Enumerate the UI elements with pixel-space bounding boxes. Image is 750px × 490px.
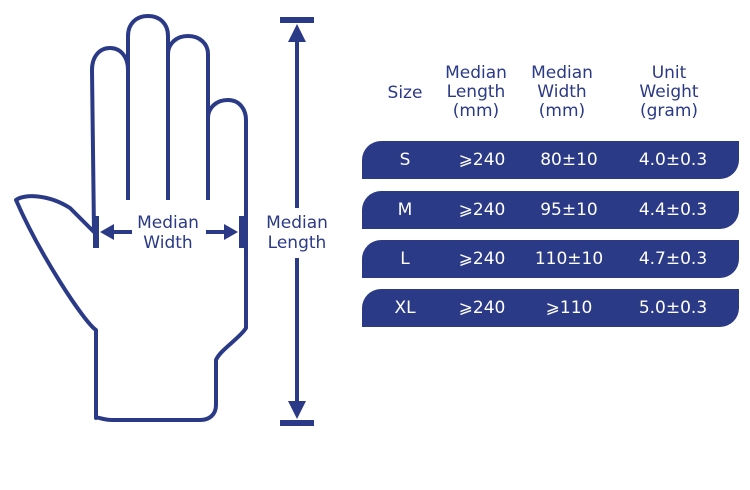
header-size-line1: Size [387,83,423,103]
cell-median-length: ⩾240 [458,200,506,220]
header-unit-weight: Unit Weight (gram) [618,64,720,121]
cell-size: L [400,249,410,269]
cell-unit-weight: 5.0±0.3 [638,298,708,318]
cell-median-width: 80±10 [540,150,598,170]
header-median-width: Median Width (mm) [518,64,606,121]
header-median-length-line1: Median [445,63,507,83]
width-arrowhead-left [100,224,114,240]
width-arrowhead-right [224,224,238,240]
header-median-length-line3: (mm) [452,101,500,121]
cell-median-width: 95±10 [540,200,598,220]
header-unit-weight-line2: Weight [639,82,699,102]
header-unit-weight-line1: Unit [651,63,687,83]
cell-unit-weight: 4.0±0.3 [638,150,708,170]
median-length-label-line2: Length [267,233,327,253]
cell-median-length: ⩾240 [458,298,506,318]
table-row-l: L ⩾240 110±10 4.7±0.3 [362,240,739,278]
cell-unit-weight: 4.4±0.3 [638,200,708,220]
header-median-width-line2: Width [537,82,587,102]
median-width-label: Median Width [126,213,210,253]
length-arrowhead-bottom [288,401,306,419]
header-median-width-line3: (mm) [538,101,586,121]
table-row-xl: XL ⩾240 ⩾110 5.0±0.3 [362,289,739,327]
cell-size: M [397,200,413,220]
header-unit-weight-line3: (gram) [639,101,699,121]
cell-size: XL [394,298,416,318]
cell-median-length: ⩾240 [458,150,506,170]
header-median-length-line2: Length [446,82,506,102]
header-size: Size [372,84,438,103]
header-median-length: Median Length (mm) [432,64,520,121]
cell-median-width: 110±10 [534,249,604,269]
cell-median-width: ⩾110 [545,298,593,318]
cell-unit-weight: 4.7±0.3 [638,249,708,269]
table-row-m: M ⩾240 95±10 4.4±0.3 [362,191,739,229]
cell-size: S [399,150,411,170]
median-width-label-line1: Median [137,213,199,233]
median-length-label: Median Length [255,213,339,253]
median-length-label-line1: Median [266,213,328,233]
median-width-label-line2: Width [143,233,193,253]
table-row-s: S ⩾240 80±10 4.0±0.3 [362,141,739,179]
cell-median-length: ⩾240 [458,249,506,269]
length-arrowhead-top [288,24,306,42]
header-median-width-line1: Median [531,63,593,83]
hand-outline [14,14,248,422]
